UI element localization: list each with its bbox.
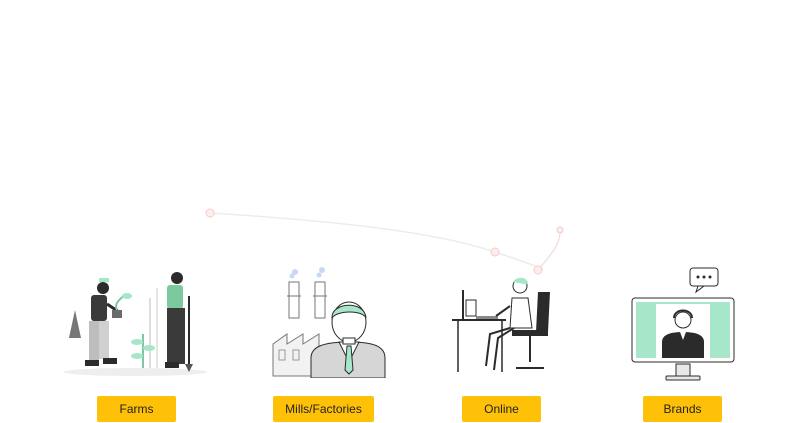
farms-button[interactable]: Farms [97, 396, 176, 422]
online-button[interactable]: Online [462, 396, 541, 422]
factory-worker-icon [272, 267, 386, 378]
support-agent-monitor-icon [631, 267, 735, 381]
path-dot [205, 208, 215, 218]
path-dot [533, 265, 543, 275]
brands-button[interactable]: Brands [643, 396, 722, 422]
farmers-planting-icon [63, 272, 207, 376]
mills-factories-button[interactable]: Mills/Factories [273, 396, 374, 422]
desk-worker-icon [452, 277, 550, 372]
path-dot [556, 226, 564, 234]
path-dot [490, 247, 500, 257]
